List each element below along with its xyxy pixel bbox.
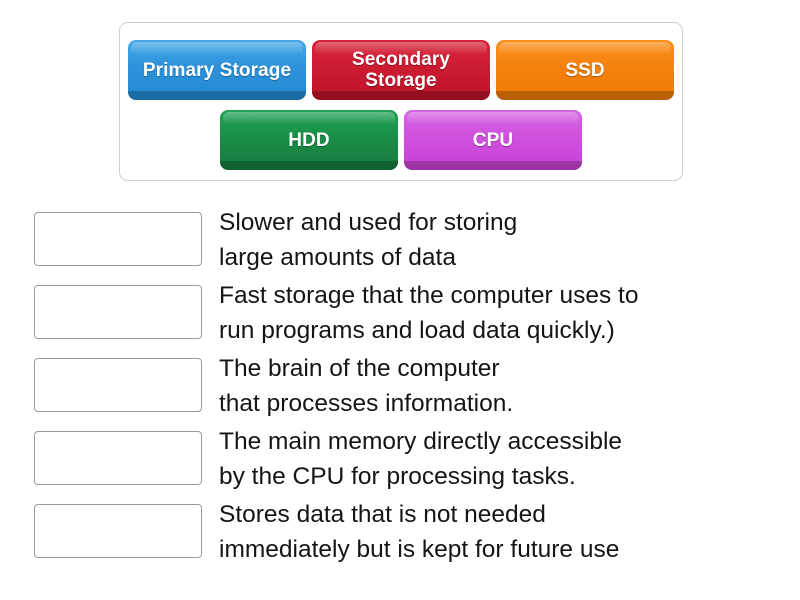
question-row: The main memory directly accessible by t… bbox=[34, 424, 774, 494]
tile-primary-storage[interactable]: Primary Storage bbox=[128, 40, 306, 100]
tile-bank-row-1: Primary Storage Secondary Storage SSD bbox=[120, 40, 682, 102]
answer-drop-zone[interactable] bbox=[34, 285, 202, 339]
answer-drop-zone[interactable] bbox=[34, 431, 202, 485]
answer-drop-zone[interactable] bbox=[34, 504, 202, 558]
answer-drop-zone[interactable] bbox=[34, 212, 202, 266]
tile-bank-row-2: HDD CPU bbox=[120, 110, 682, 172]
tile-bank-panel: Primary Storage Secondary Storage SSD HD… bbox=[119, 22, 683, 181]
question-text: The brain of the computer that processes… bbox=[219, 355, 514, 417]
question-row: Stores data that is not needed immediate… bbox=[34, 497, 774, 567]
question-text: Fast storage that the computer uses to r… bbox=[219, 282, 639, 344]
tile-label: CPU bbox=[472, 129, 514, 151]
question-row: The brain of the computer that processes… bbox=[34, 351, 774, 421]
tile-label: Secondary Storage bbox=[351, 49, 451, 91]
question-text: Slower and used for storing large amount… bbox=[219, 209, 518, 271]
tile-cpu[interactable]: CPU bbox=[404, 110, 582, 170]
tile-label: Primary Storage bbox=[142, 59, 292, 81]
question-text: The main memory directly accessible by t… bbox=[219, 428, 623, 490]
tile-label: HDD bbox=[288, 129, 330, 151]
question-list: Slower and used for storing large amount… bbox=[34, 205, 774, 570]
tile-label: SSD bbox=[565, 59, 605, 81]
tile-ssd[interactable]: SSD bbox=[496, 40, 674, 100]
question-row: Slower and used for storing large amount… bbox=[34, 205, 774, 275]
question-row: Fast storage that the computer uses to r… bbox=[34, 278, 774, 348]
tile-secondary-storage[interactable]: Secondary Storage bbox=[312, 40, 490, 100]
answer-drop-zone[interactable] bbox=[34, 358, 202, 412]
question-text: Stores data that is not needed immediate… bbox=[219, 501, 620, 563]
tile-hdd[interactable]: HDD bbox=[220, 110, 398, 170]
